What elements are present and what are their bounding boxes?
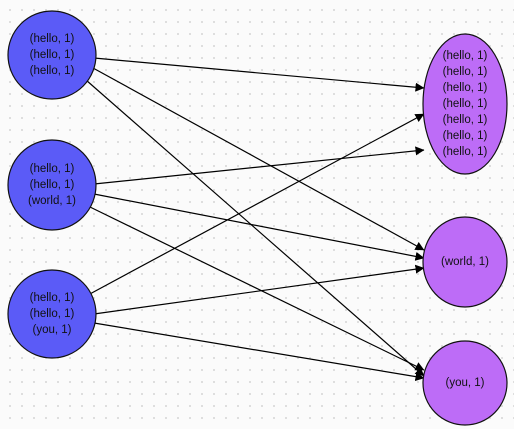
source-node-line: (hello, 1) [30,33,75,45]
source-node-line: (world, 1) [28,195,76,207]
source-node-shape [7,10,97,100]
edge-s1-to-t2 [92,67,425,251]
source-node-shape [7,139,97,231]
target-node-shape [422,340,508,426]
source-node-1: (hello, 1) (hello, 1) (hello, 1) [7,10,97,100]
edge-s2-to-t1 [93,146,425,185]
source-node-3: (hello, 1) (hello, 1) (you, 1) [7,269,97,359]
edge-s2-to-t3 [89,206,425,371]
target-node-3: (you, 1) [422,340,508,426]
target-node-line: (hello, 1) [443,82,488,94]
target-node-line: (hello, 1) [443,146,488,158]
edge-s1-to-t3 [85,79,425,377]
edge-s3-to-t3 [93,322,425,382]
source-node-line: (hello, 1) [30,49,75,61]
source-node-2: (hello, 1) (hello, 1) (world, 1) [7,139,97,231]
target-node-line: (hello, 1) [443,66,488,78]
target-node-line: (hello, 1) [443,98,488,110]
source-node-line: (hello, 1) [30,163,75,175]
target-node-shape [422,216,508,308]
target-node-line: (you, 1) [446,377,485,389]
target-node-1: (hello, 1) (hello, 1) (hello, 1) (hello, 1)… [422,33,508,175]
edge-s3-to-t2 [93,264,425,315]
edge-s2-to-t2 [93,193,425,261]
source-node-line: (hello, 1) [30,308,75,320]
edge-s3-to-t1 [87,113,425,296]
target-node-line: (hello, 1) [443,114,488,126]
nodes-layer: (hello, 1)(hello, 1)(hello, 1)(hello, 1)… [7,10,508,426]
source-node-line: (hello, 1) [30,179,75,191]
edges-layer [85,57,425,382]
target-node-shape [422,33,508,175]
source-node-line: (hello, 1) [30,292,75,304]
target-node-2: (world, 1) [422,216,508,308]
target-node-line: (hello, 1) [443,130,488,142]
source-node-line: (you, 1) [33,324,72,336]
edge-s1-to-t1 [93,57,425,92]
target-node-line: (world, 1) [441,256,489,268]
source-node-line: (hello, 1) [30,65,75,77]
target-node-line: (hello, 1) [443,50,488,62]
source-node-shape [7,269,97,359]
